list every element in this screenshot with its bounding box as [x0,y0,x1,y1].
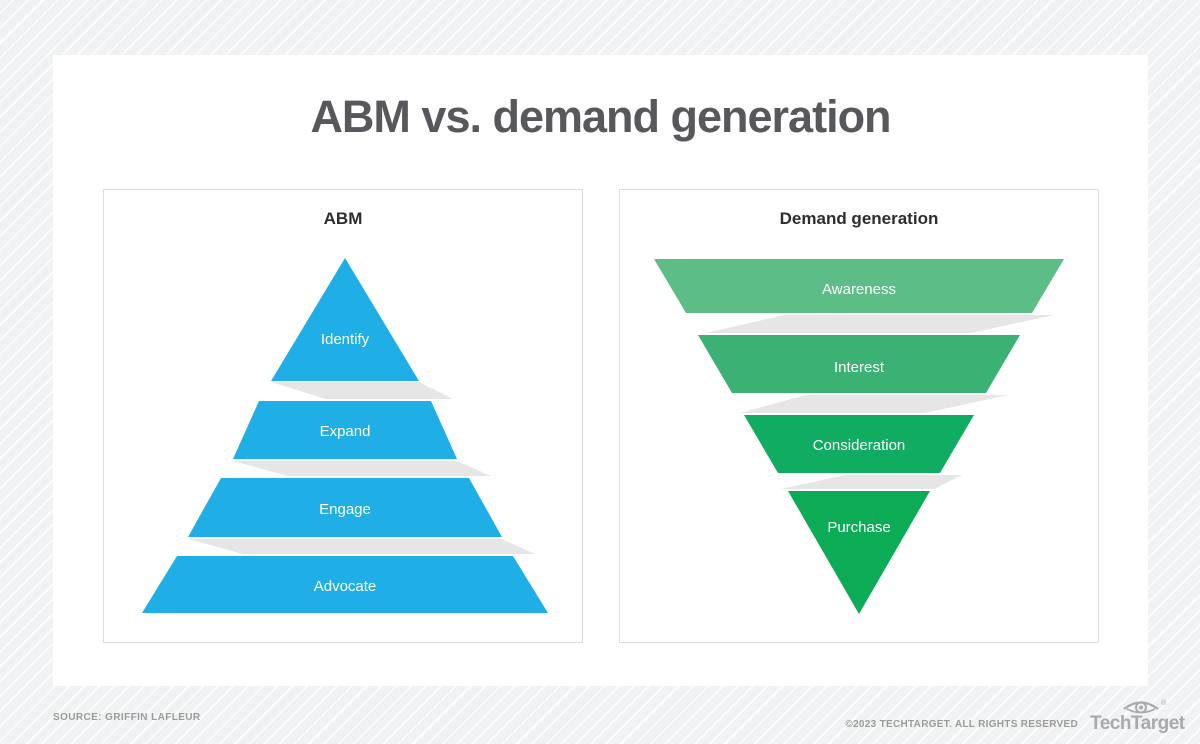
svg-text:®: ® [1161,699,1167,707]
funnel-ribbon-3 [781,475,962,489]
pyramid-level-expand [233,401,457,459]
copyright-text: ©2023 TECHTARGET. ALL RIGHTS RESERVED [845,719,1078,730]
pyramid-ribbon-1 [271,382,453,399]
funnel-label-consideration: Consideration [813,437,906,454]
pyramid-label-identify: Identify [321,331,370,348]
pyramid-level-advocate [142,556,548,613]
footer-right: ©2023 TECHTARGET. ALL RIGHTS RESERVED ® … [845,697,1185,737]
panels-row: ABM Identify Expand Engage Advocate [103,189,1099,643]
pyramid-level-identify [271,258,419,381]
techtarget-logo: ® TechTarget [1090,697,1185,737]
pyramid-level-engage [188,478,502,537]
funnel-level-purchase [788,491,930,614]
panel-demand-heading: Demand generation [779,209,939,228]
funnel-level-interest [698,335,1020,393]
pyramid-label-advocate: Advocate [314,578,377,595]
funnel-label-awareness: Awareness [822,281,896,298]
panel-abm-heading: ABM [323,209,363,228]
pyramid-ribbon-2 [233,461,491,476]
pyramid-ribbon-3 [188,539,535,554]
panel-abm: ABM Identify Expand Engage Advocate [103,189,583,643]
funnel-level-awareness [654,259,1064,313]
infographic-card: ABM vs. demand generation ABM Identify [53,55,1148,686]
funnel-ribbon-1 [706,315,1054,333]
demand-funnel-chart: Awareness Interest Consideration Purchas… [654,259,1064,614]
funnel-ribbon-2 [740,395,1008,413]
eye-icon: ® [1123,699,1167,714]
page-title: ABM vs. demand generation [310,91,891,142]
pyramid-label-engage: Engage [319,501,371,518]
pyramid-label-expand: Expand [320,423,371,440]
footer: SOURCE: GRIFFIN LAFLEUR ©2023 TECHTARGET… [53,694,1185,740]
funnel-label-purchase: Purchase [827,519,890,536]
abm-pyramid-chart: Identify Expand Engage Advocate [142,258,548,613]
funnel-level-consideration [744,415,974,473]
funnel-label-interest: Interest [834,359,885,376]
panel-demand-generation: Demand generation Awareness Interest Con… [619,189,1099,643]
techtarget-wordmark: TechTarget [1090,713,1185,734]
source-credit: SOURCE: GRIFFIN LAFLEUR [53,711,201,723]
